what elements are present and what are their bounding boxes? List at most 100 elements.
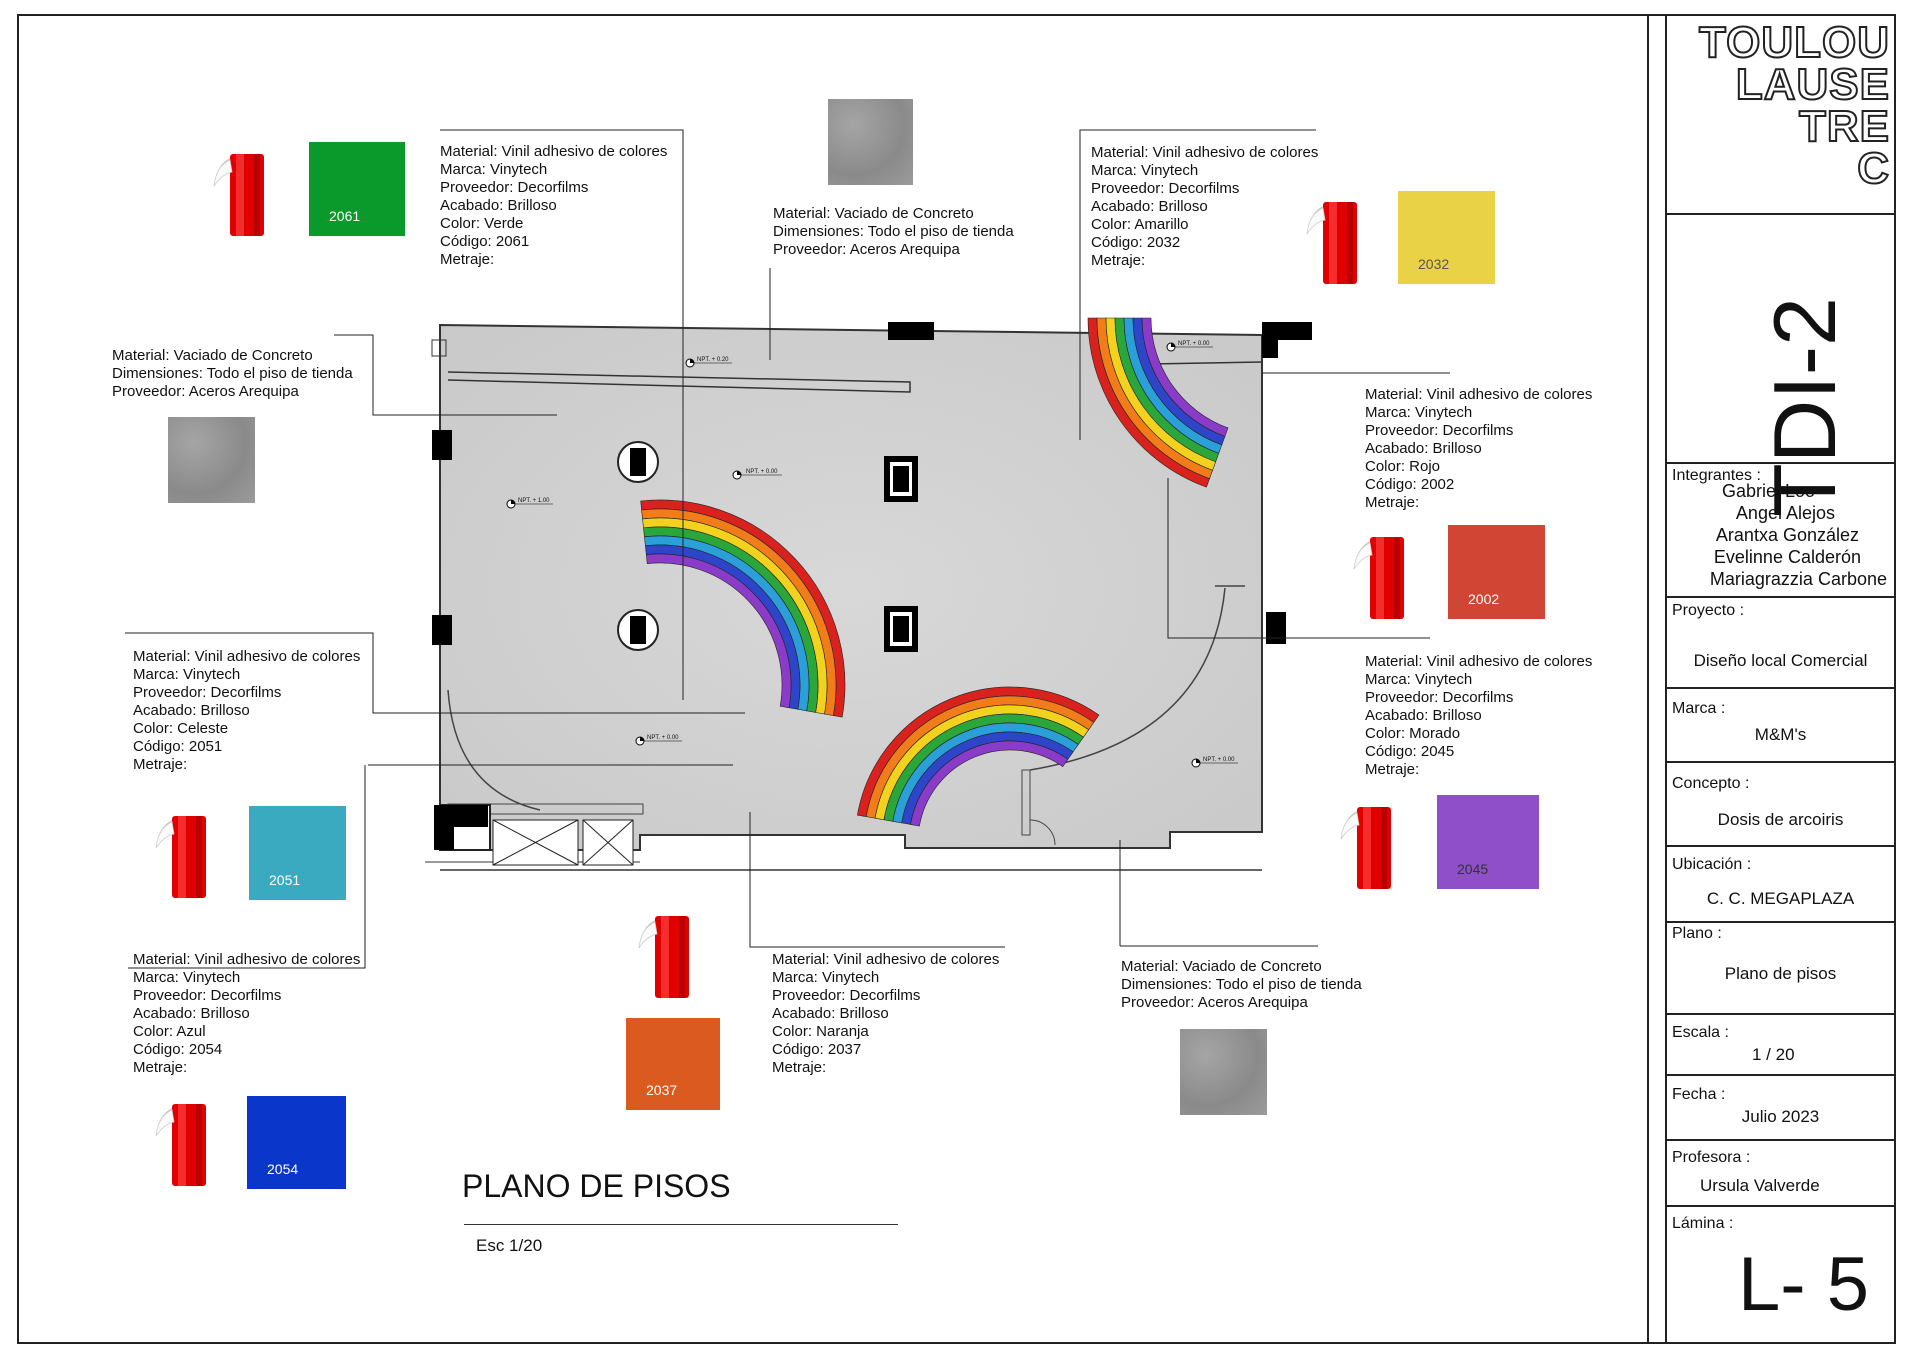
note-vinyl-green: Material: Vinil adhesivo de colores Marc… — [440, 143, 667, 269]
note-line: Proveedor: Decorfilms — [440, 179, 589, 196]
level-marker — [685, 358, 732, 368]
note-line: Marca: Vinytech — [1365, 404, 1473, 421]
note-line: Material: Vinil adhesivo de colores — [1365, 653, 1593, 670]
proyecto-label: Proyecto : — [1672, 602, 1745, 619]
note-line: Acabado: Brilloso — [133, 702, 250, 719]
column — [888, 322, 934, 340]
swatch-code: 2032 — [1418, 256, 1450, 272]
note-line: Marca: Vinytech — [1365, 671, 1473, 688]
proyecto-value: Diseño local Comercial — [1693, 651, 1868, 670]
swatch-2051: 2051 — [249, 806, 346, 900]
note-vinyl-blue: Material: Vinil adhesivo de colores Marc… — [133, 951, 360, 1077]
note-line: Acabado: Brilloso — [1091, 198, 1208, 215]
member-name: Evelinne Calderón — [1713, 547, 1861, 567]
toulouse-lautrec-logo: TOULOU LAUSE TRE C — [1668, 20, 1890, 192]
note-line: Código: 2002 — [1365, 476, 1455, 493]
divider — [1665, 1013, 1896, 1015]
divider — [1665, 213, 1896, 215]
swatch-2061: 2061 — [309, 142, 405, 236]
swatch-code: 2037 — [646, 1082, 678, 1098]
note-line: Color: Amarillo — [1091, 216, 1189, 233]
column — [1266, 612, 1286, 644]
divider — [1665, 845, 1896, 847]
note-line: Material: Vaciado de Concreto — [1121, 958, 1322, 975]
marca-label: Marca : — [1672, 700, 1726, 717]
swatch-2002: 2002 — [1448, 525, 1545, 619]
note-line: Código: 2037 — [772, 1041, 862, 1058]
swatch-2037: 2037 — [626, 1018, 720, 1110]
note-line: Dimensiones: Todo el piso de tienda — [112, 365, 353, 382]
plano-label: Plano : — [1672, 925, 1722, 942]
swatch-code: 2002 — [1468, 591, 1500, 607]
note-line: Material: Vaciado de Concreto — [112, 347, 313, 364]
note-line: Proveedor: Aceros Arequipa — [112, 383, 299, 400]
note-line: Marca: Vinytech — [440, 161, 548, 178]
drawing-frame — [17, 14, 1896, 1344]
ubicacion-label: Ubicación : — [1672, 856, 1752, 873]
note-line: Material: Vinil adhesivo de colores — [1365, 386, 1593, 403]
note-line: Proveedor: Decorfilms — [133, 987, 282, 1004]
rainbow-bottom-band — [910, 740, 1069, 827]
plan-title-underline — [464, 1224, 898, 1225]
lamina-value: L- 5 — [1738, 1242, 1869, 1327]
note-line: Material: Vinil adhesivo de colores — [133, 648, 361, 665]
column — [432, 430, 452, 460]
note-line: Metraje: — [133, 756, 188, 773]
level-label: NPT. + 0.00 — [647, 735, 679, 741]
note-vinyl-yellow: Material: Vinil adhesivo de colores Marc… — [1091, 144, 1318, 270]
member-name: Angel Alejos — [1735, 503, 1835, 523]
integrantes-list: Gabriel Loo Angel Alejos Arantxa Gonzále… — [1665, 480, 1887, 590]
column — [432, 615, 452, 645]
concepto-label: Concepto : — [1672, 775, 1750, 792]
fecha-value: Julio 2023 — [1741, 1107, 1820, 1126]
note-line: Acabado: Brilloso — [1365, 440, 1482, 457]
level-label: NPT. + 0.20 — [697, 357, 729, 363]
note-line: Marca: Vinytech — [1091, 162, 1199, 179]
logo-line: LAUSE — [1735, 60, 1890, 109]
note-line: Código: 2054 — [133, 1041, 223, 1058]
rainbow-top-right-band — [1141, 317, 1229, 437]
divider — [1665, 687, 1896, 689]
note-line: Color: Naranja — [772, 1023, 869, 1040]
escala-value: 1 / 20 — [1752, 1045, 1795, 1064]
note-vinyl-light-blue: Material: Vinil adhesivo de colores Marc… — [133, 648, 360, 774]
profesora-value: Ursula Valverde — [1700, 1176, 1820, 1195]
note-line: Metraje: — [440, 251, 495, 268]
member-name: Mariagrazzia Carbone — [1709, 569, 1887, 589]
note-vinyl-orange: Material: Vinil adhesivo de colores Marc… — [772, 951, 999, 1077]
rainbow-center-left-band — [645, 553, 792, 709]
note-line: Código: 2051 — [133, 738, 223, 755]
level-label: NPT. + 1.00 — [518, 498, 550, 504]
concrete-texture-sample — [1180, 1029, 1267, 1115]
integrantes-label: Integrantes : — [1672, 467, 1761, 484]
note-line: Código: 2061 — [440, 233, 530, 250]
divider — [1665, 761, 1896, 763]
note-line: Dimensiones: Todo el piso de tienda — [773, 223, 1014, 240]
member-name: Arantxa González — [1715, 525, 1859, 545]
title-block-border — [1647, 14, 1649, 1344]
swatch-code: 2045 — [1457, 861, 1489, 877]
plan-scale: Esc 1/20 — [476, 1236, 543, 1255]
note-line: Metraje: — [133, 1059, 188, 1076]
note-line: Marca: Vinytech — [133, 969, 241, 986]
profesora-label: Profesora : — [1672, 1149, 1751, 1166]
level-marker — [1191, 758, 1238, 768]
note-line: Código: 2032 — [1091, 234, 1181, 251]
note-line: Proveedor: Aceros Arequipa — [1121, 994, 1308, 1011]
divider — [1665, 462, 1896, 464]
note-concrete-top: Material: Vaciado de Concreto Dimensione… — [773, 205, 1014, 259]
note-line: Acabado: Brilloso — [133, 1005, 250, 1022]
level-marker — [1166, 342, 1213, 352]
divider — [1665, 1139, 1896, 1141]
escala-label: Escala : — [1672, 1024, 1729, 1041]
concrete-texture-sample — [828, 99, 913, 185]
note-line: Material: Vinil adhesivo de colores — [440, 143, 668, 160]
note-line: Acabado: Brilloso — [440, 197, 557, 214]
swatch-2032: 2032 — [1398, 191, 1495, 284]
note-line: Código: 2045 — [1365, 743, 1455, 760]
plano-value: Plano de pisos — [1724, 964, 1837, 983]
concrete-texture-sample — [168, 417, 255, 503]
level-marker — [506, 499, 553, 509]
plan-title: PLANO DE PISOS — [462, 1168, 731, 1204]
